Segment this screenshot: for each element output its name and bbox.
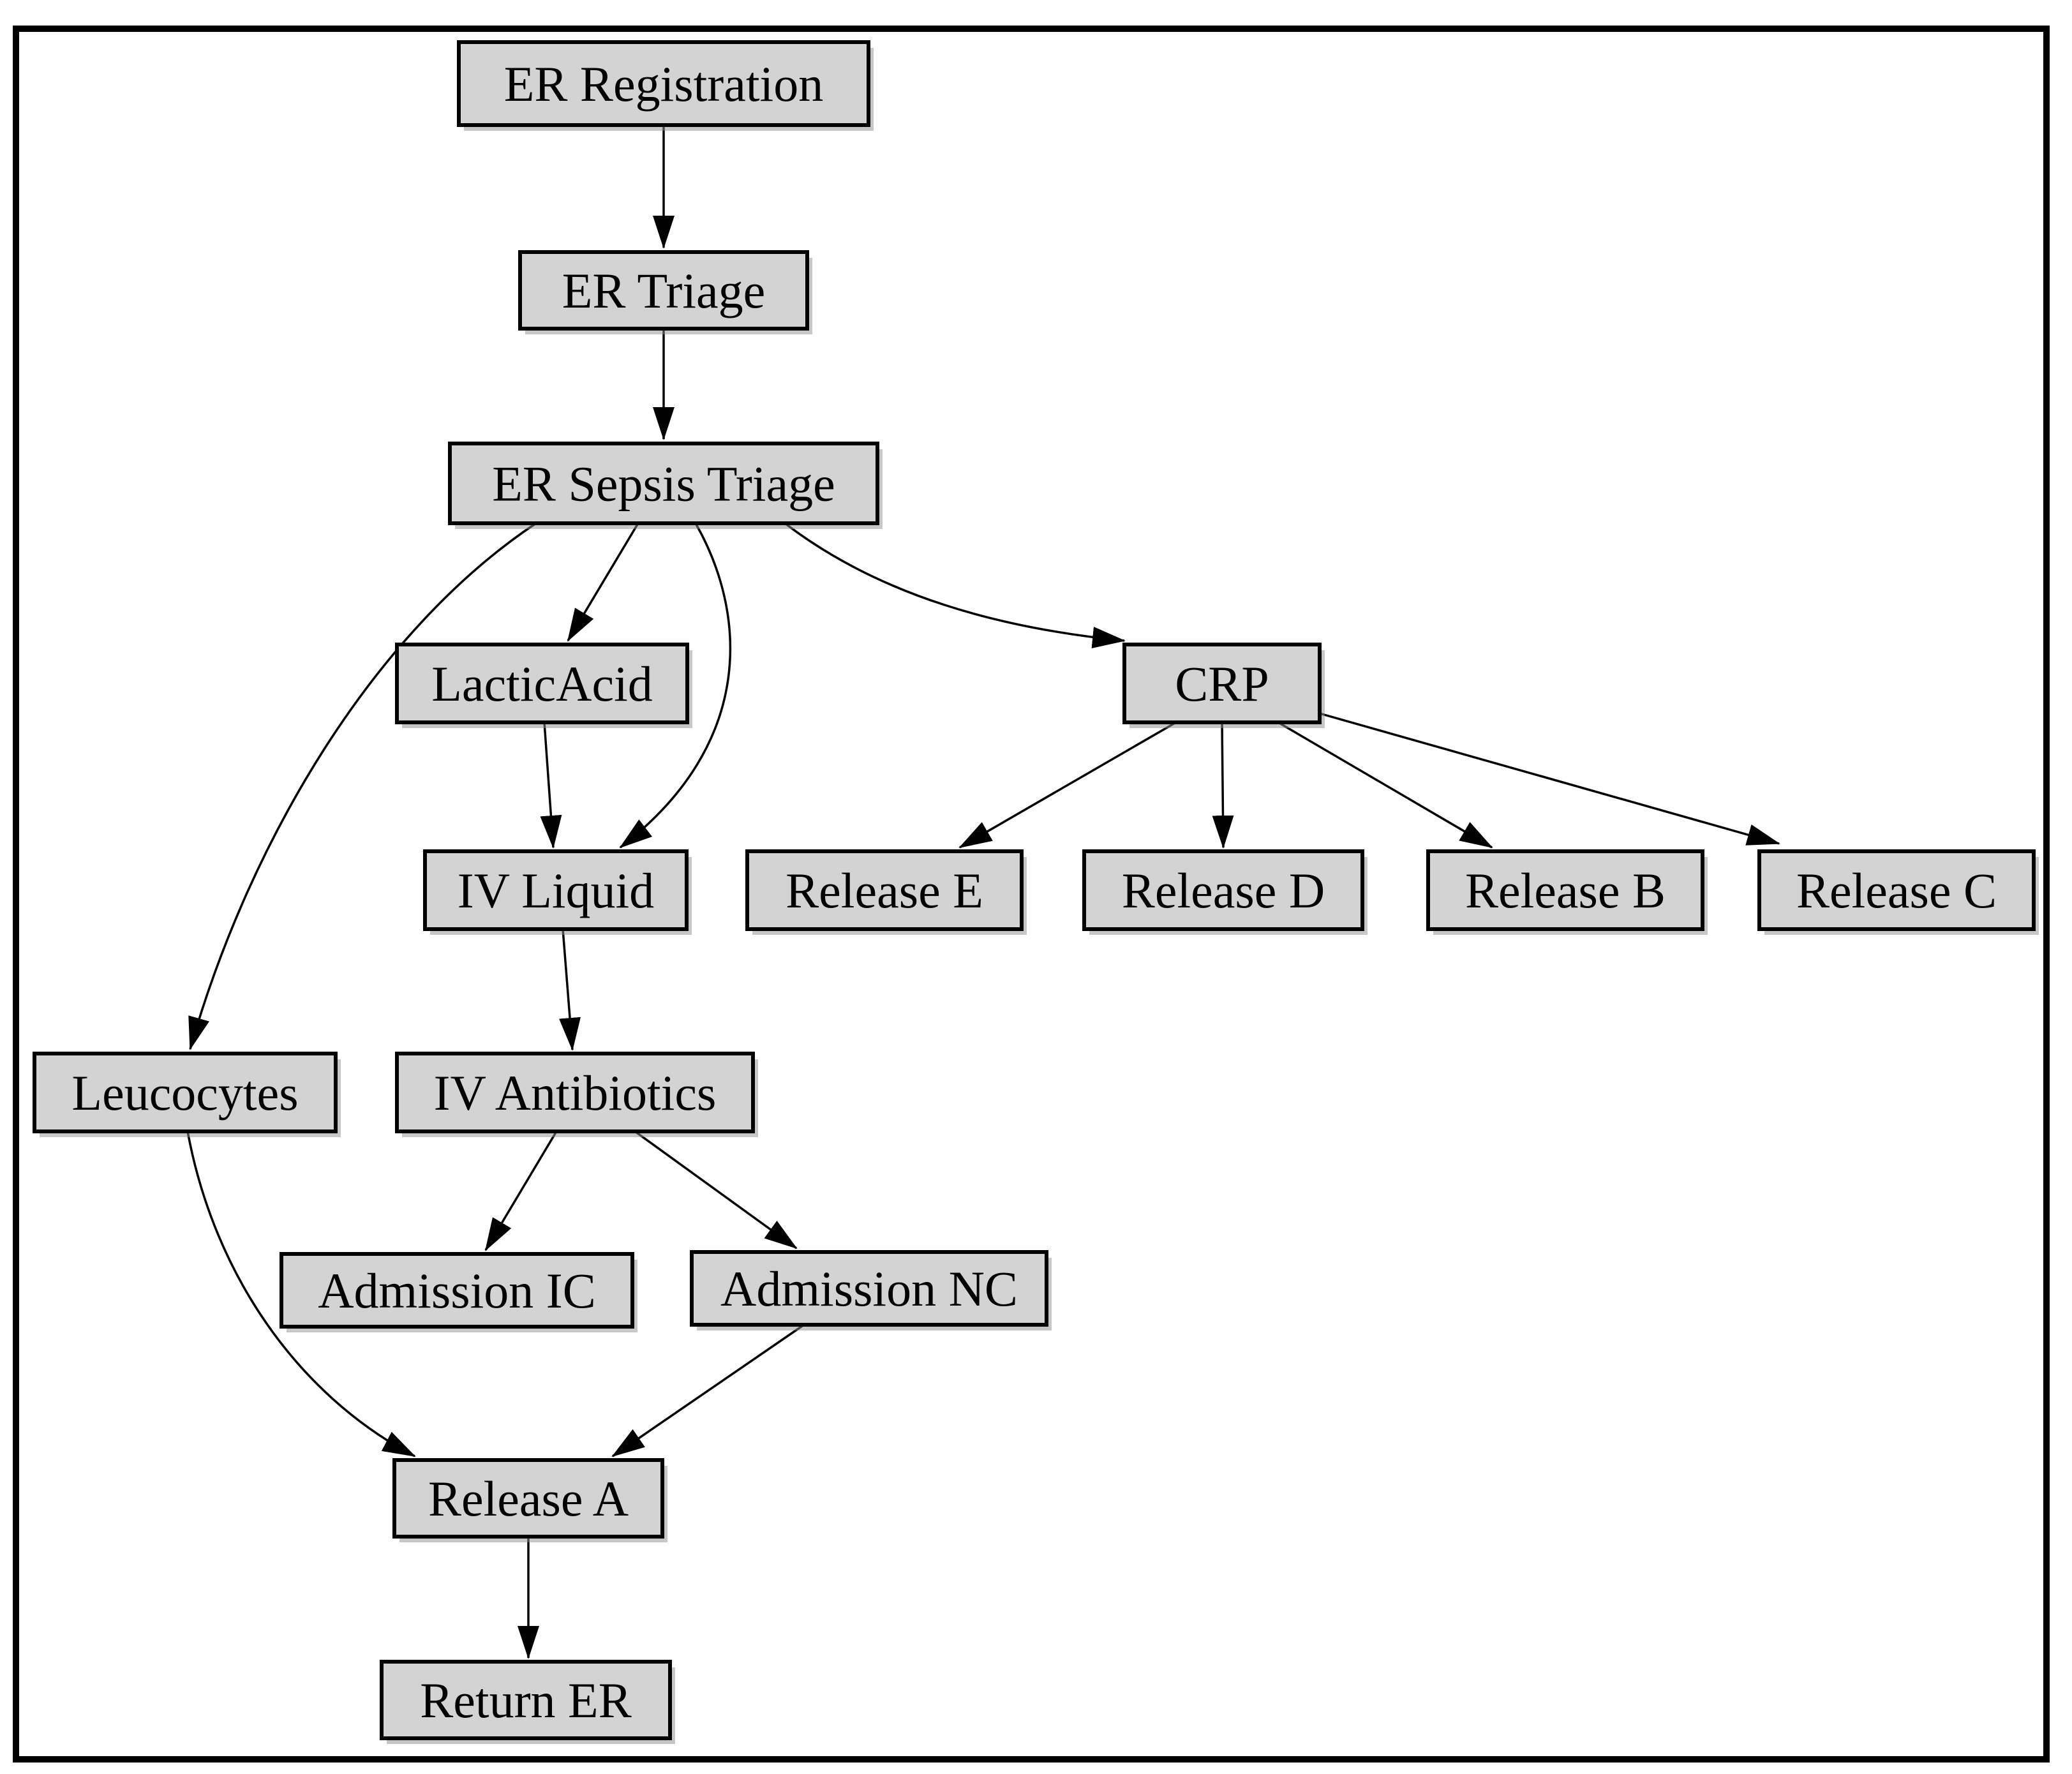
edge-lactic-acid-to-iv-liquid bbox=[540, 722, 562, 849]
node-iv-liquid: IV Liquid bbox=[423, 849, 692, 935]
node-return-er-label: Return ER bbox=[420, 1673, 631, 1728]
node-iv-antibiotics-label: IV Antibiotics bbox=[434, 1065, 717, 1121]
edges-layer bbox=[186, 125, 1780, 1659]
edge-admission-nc-to-release-a bbox=[611, 1323, 805, 1457]
edge-er-sepsis-triage-to-leucocytes bbox=[188, 522, 537, 1050]
node-iv-liquid-label: IV Liquid bbox=[458, 863, 654, 918]
node-iv-antibiotics-box bbox=[395, 1052, 755, 1133]
node-release-b-box bbox=[1426, 849, 1704, 931]
node-release-d: Release D bbox=[1082, 849, 1368, 935]
node-admission-ic: Admission IC bbox=[279, 1252, 637, 1332]
edge-leucocytes-to-release-a bbox=[186, 1131, 416, 1457]
node-lactic-acid-label: LacticAcid bbox=[431, 656, 652, 712]
node-admission-nc: Admission NC bbox=[690, 1250, 1052, 1330]
node-release-c: Release C bbox=[1757, 849, 2039, 935]
node-er-sepsis-triage-box bbox=[448, 442, 879, 525]
node-admission-ic-box bbox=[279, 1252, 634, 1329]
nodes-layer: ER Registration ER Triage ER Sepsis Triage… bbox=[33, 40, 2039, 1744]
node-er-registration-box bbox=[457, 40, 870, 127]
node-er-sepsis-triage-label: ER Sepsis Triage bbox=[492, 456, 835, 512]
node-return-er-box bbox=[380, 1660, 672, 1740]
node-return-er: Return ER bbox=[380, 1660, 675, 1744]
edge-crp-to-release-b bbox=[1278, 721, 1493, 849]
edge-iv-antibiotics-to-admission-ic bbox=[484, 1131, 558, 1251]
edge-iv-antibiotics-to-admission-nc bbox=[634, 1130, 798, 1249]
node-iv-antibiotics: IV Antibiotics bbox=[395, 1052, 758, 1137]
node-admission-nc-label: Admission NC bbox=[720, 1261, 1018, 1316]
edge-crp-to-release-c bbox=[1319, 712, 1780, 846]
node-crp-label: CRP bbox=[1175, 656, 1269, 712]
edge-crp-to-release-d bbox=[1212, 722, 1234, 849]
node-release-e: Release E bbox=[745, 849, 1027, 935]
node-release-b: Release B bbox=[1426, 849, 1708, 935]
node-leucocytes-label: Leucocytes bbox=[71, 1065, 298, 1121]
node-release-c-box bbox=[1757, 849, 2036, 931]
node-crp: CRP bbox=[1122, 643, 1325, 728]
node-release-d-label: Release D bbox=[1122, 863, 1325, 918]
node-lactic-acid-box bbox=[395, 643, 689, 724]
edge-er-sepsis-triage-to-crp bbox=[784, 522, 1126, 648]
node-er-triage: ER Triage bbox=[518, 250, 812, 334]
node-leucocytes: Leucocytes bbox=[33, 1052, 341, 1137]
node-admission-ic-label: Admission IC bbox=[318, 1263, 596, 1318]
node-er-registration-label: ER Registration bbox=[504, 56, 823, 112]
node-release-a-label: Release A bbox=[428, 1471, 629, 1526]
edge-er-sepsis-triage-to-iv-liquid bbox=[619, 523, 732, 849]
node-er-triage-label: ER Triage bbox=[562, 263, 766, 318]
edge-iv-liquid-to-iv-antibiotics bbox=[559, 928, 581, 1051]
node-release-e-label: Release E bbox=[786, 863, 983, 918]
node-release-a: Release A bbox=[392, 1458, 667, 1542]
node-release-d-box bbox=[1082, 849, 1364, 931]
node-crp-box bbox=[1122, 643, 1322, 724]
node-release-b-label: Release B bbox=[1465, 863, 1666, 918]
node-release-c-label: Release C bbox=[1796, 863, 1997, 918]
diagram-border-frame bbox=[13, 26, 2050, 1763]
edge-crp-to-release-e bbox=[958, 721, 1177, 849]
node-admission-nc-box bbox=[690, 1250, 1048, 1327]
node-release-e-box bbox=[745, 849, 1024, 931]
node-iv-liquid-box bbox=[423, 849, 689, 931]
node-er-registration: ER Registration bbox=[457, 40, 874, 131]
node-er-sepsis-triage: ER Sepsis Triage bbox=[448, 442, 883, 529]
edge-er-sepsis-triage-to-lactic-acid bbox=[567, 523, 639, 642]
node-release-a-box bbox=[392, 1458, 664, 1539]
node-lactic-acid: LacticAcid bbox=[395, 643, 692, 728]
node-er-triage-box bbox=[518, 250, 809, 331]
node-leucocytes-box bbox=[33, 1052, 338, 1133]
